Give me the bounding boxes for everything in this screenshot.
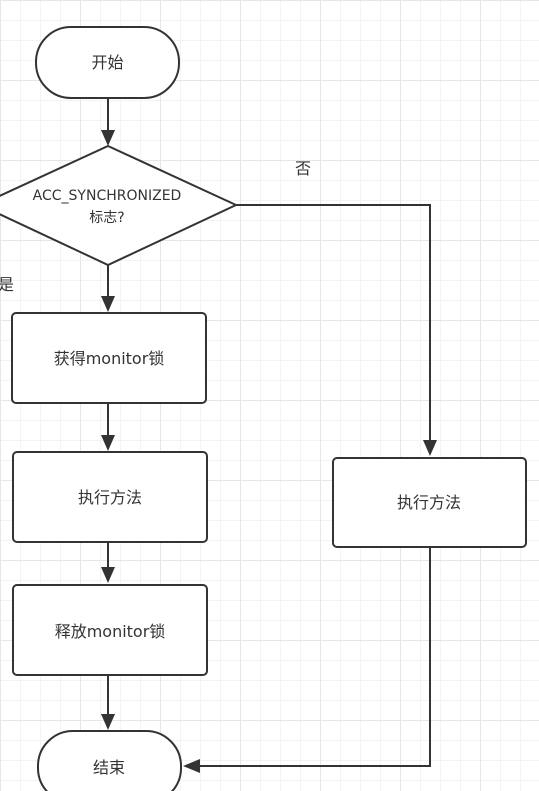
arrow-decision-to-execute-right <box>423 440 437 456</box>
arrow-execute-right-to-end <box>183 759 200 773</box>
arrow-start-to-decision <box>101 130 115 146</box>
arrow-acquire-to-execute <box>101 435 115 451</box>
branch-no-label: 否 <box>295 159 311 178</box>
edge-decision-to-execute-right <box>236 204 431 442</box>
decision-label-line2: 标志? <box>89 210 124 226</box>
decision-label-line1: ACC_SYNCHRONIZED <box>33 188 182 204</box>
arrow-decision-to-acquire <box>101 296 115 312</box>
decision-node[interactable] <box>0 144 239 267</box>
arrow-execute-to-release <box>101 567 115 583</box>
end-label: 结束 <box>93 758 125 777</box>
execute-method-right-label: 执行方法 <box>397 493 461 512</box>
release-monitor-node[interactable] <box>12 584 208 676</box>
start-label: 开始 <box>91 53 123 72</box>
release-monitor-label: 释放monitor锁 <box>55 622 166 641</box>
execute-method-left-node[interactable] <box>12 451 208 543</box>
arrow-release-to-end <box>101 714 115 730</box>
edge-execute-right-to-end <box>198 547 431 767</box>
execute-method-left-label: 执行方法 <box>78 488 142 507</box>
branch-yes-label: 是 <box>0 275 14 294</box>
acquire-monitor-label: 获得monitor锁 <box>54 349 165 368</box>
end-node[interactable] <box>37 730 182 791</box>
